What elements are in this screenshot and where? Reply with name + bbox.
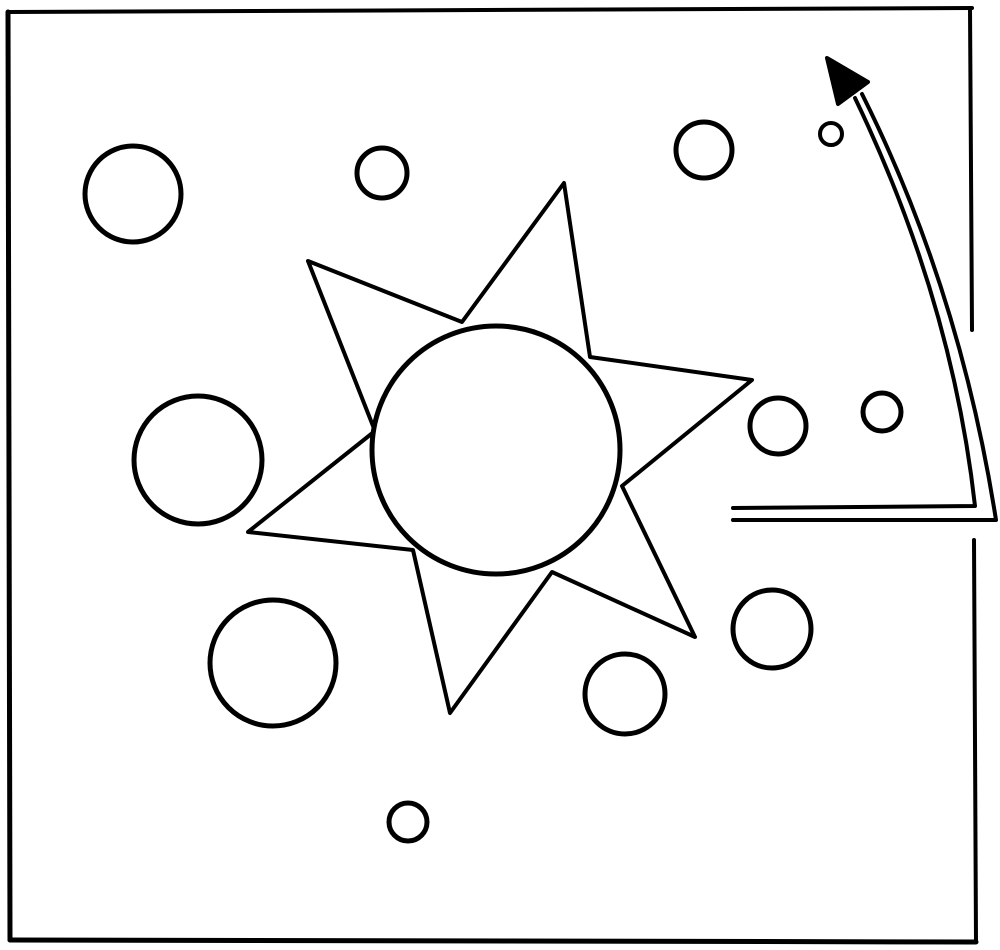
frame-left-edge [5,9,13,943]
arrow-shaft-inner [731,96,977,510]
central-circle [369,323,623,577]
circle-large-bottom-left [207,597,339,729]
circle-medium-bottom [582,651,668,737]
satellite-circles [82,119,904,844]
frame-right-edge-upper [968,6,974,332]
circle-small-top [354,145,410,201]
circle-small-right [747,395,809,457]
outer-frame [5,6,979,945]
star-points [246,181,754,715]
arrow-shaft-outer [731,92,998,522]
circle-small-bottom [386,800,430,844]
circle-large-left [131,393,265,527]
frame-right-edge-lower [972,538,978,944]
circle-medium-top-right [673,119,735,181]
arrow-head-icon [825,56,870,106]
frame-top-edge [6,6,974,14]
circle-small-far-right [860,390,904,434]
circle-large-top-left [82,143,184,245]
rotation-arrow [731,56,998,522]
circle-medium-bottom-right [730,587,814,671]
frame-bottom-edge [7,937,979,945]
circle-tiny-top-right [818,121,844,147]
